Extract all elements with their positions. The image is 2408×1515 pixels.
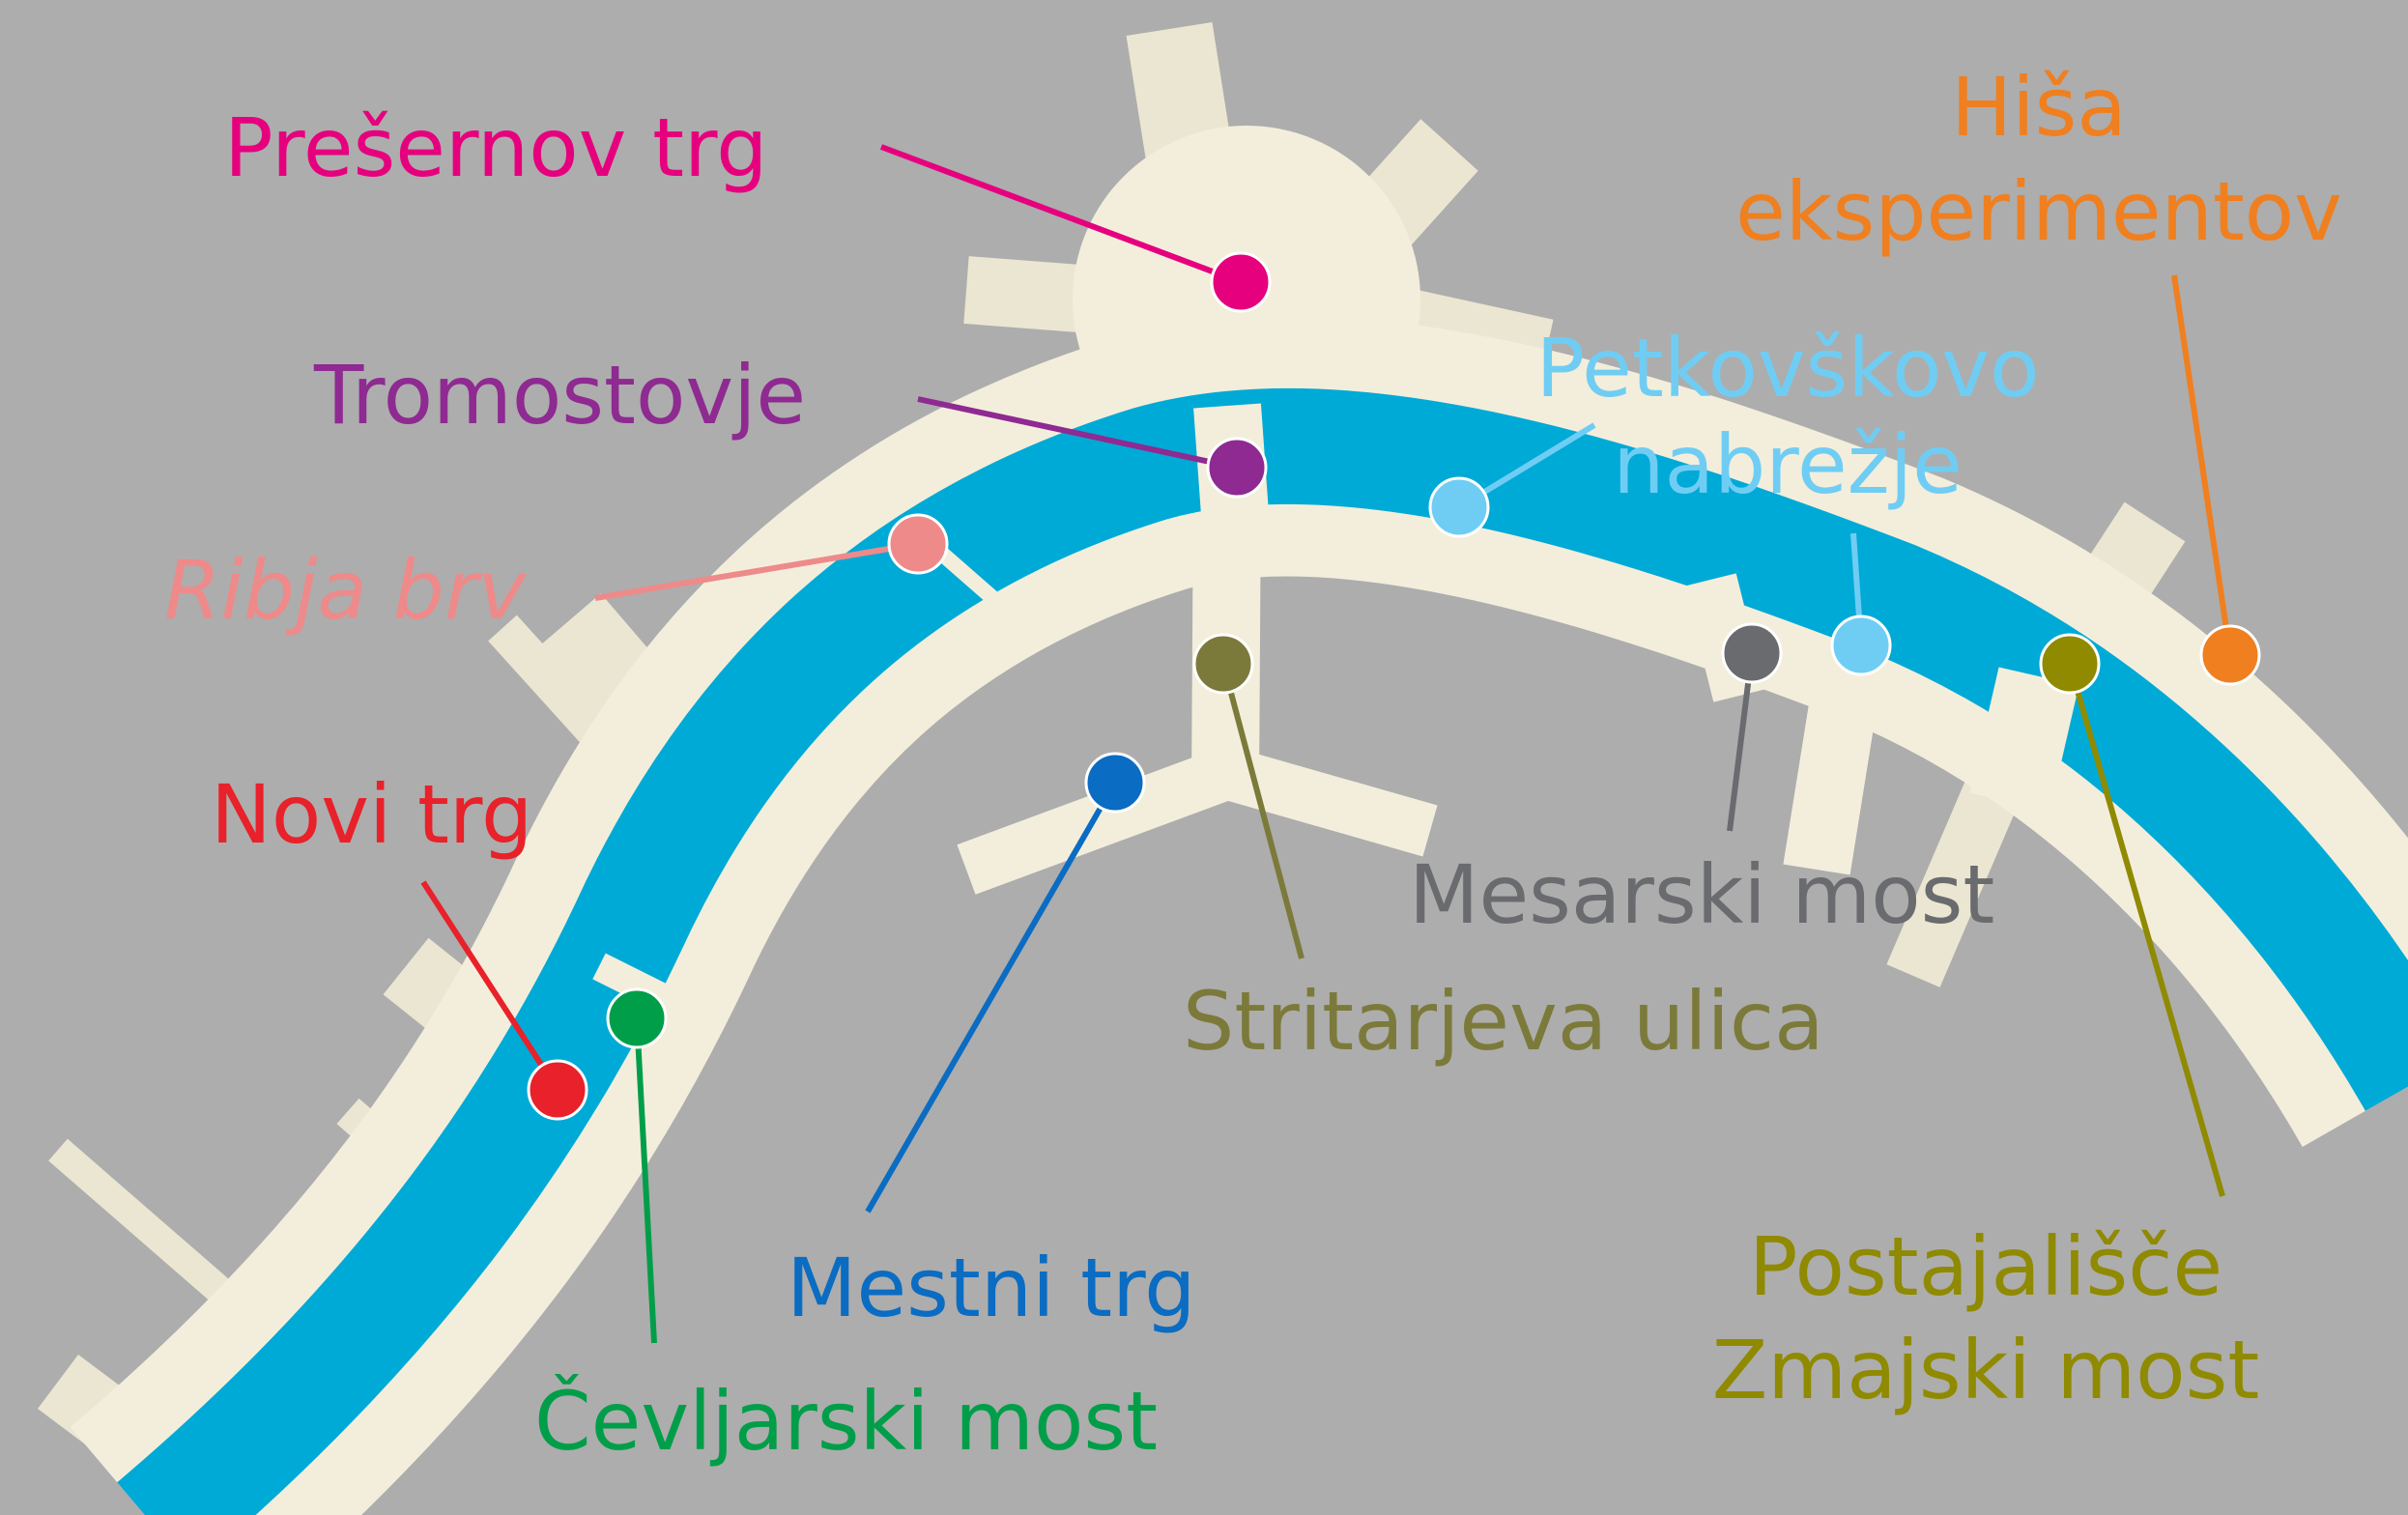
landmark-label: Mestni trg [787, 1241, 1195, 1335]
map-pin[interactable] [1192, 633, 1254, 695]
callout-tromostovje: Tromostovje [313, 348, 1268, 499]
map-pin[interactable] [1830, 615, 1892, 676]
map-pin[interactable] [606, 987, 668, 1049]
landmark-label: Novi trg [211, 767, 532, 862]
leader-line [917, 396, 1238, 471]
landmark-label: Postajališče [1749, 1219, 2222, 1314]
map-pin[interactable] [2199, 624, 2261, 686]
landmark-label: Mesarski most [1409, 847, 1994, 942]
map-pin[interactable] [887, 513, 949, 575]
callout-novi-trg: Novi trg [211, 767, 588, 1121]
landmark-label: Petkovškovo [1536, 321, 2040, 415]
map-pin[interactable] [1206, 437, 1268, 499]
callout-stritarjeva-ulica: Stritarjeva ulica [1183, 633, 1824, 1069]
landmark-label: Hiša [1951, 60, 2127, 155]
leader-line [2171, 274, 2233, 656]
leader-line [879, 144, 1243, 285]
map-pin[interactable] [1721, 622, 1783, 684]
landmark-label: Ribja brv [164, 543, 527, 638]
map-pin[interactable] [527, 1059, 588, 1121]
landmark-label: eksperimentov [1735, 164, 2342, 259]
callout-presernov-trg: Prešernov trg [224, 100, 1272, 313]
bridge-zmajski [1969, 667, 2079, 812]
leader-line [1220, 663, 1304, 959]
landmark-label: nabrežje [1613, 417, 1963, 512]
leader-line [865, 781, 1118, 1214]
landmark-label: Stritarjeva ulica [1183, 974, 1824, 1069]
callout-mesarski-most: Mesarski most [1409, 622, 1994, 942]
river-ljubljanica [117, 387, 2408, 1515]
leader-line [420, 880, 560, 1092]
callout-cevljarski-most: Čevljarski most [534, 987, 1158, 1469]
callout-mestni-trg: Mestni trg [787, 752, 1195, 1335]
leader-line [634, 1017, 657, 1344]
landmark-label: Prešernov trg [224, 100, 767, 195]
callout-ribja-brv: Ribja brv [164, 513, 949, 638]
map-pin[interactable] [1210, 251, 1272, 313]
map-pin[interactable] [1084, 752, 1146, 814]
map-pin[interactable] [1428, 476, 1490, 538]
landmark-label: Zmajski most [1712, 1323, 2260, 1417]
landmark-label: Čevljarski most [534, 1374, 1158, 1469]
leader-line [2067, 663, 2225, 1197]
map-pin[interactable] [2039, 633, 2101, 695]
landmark-label: Tromostovje [313, 348, 806, 443]
bridge-cevljarski [592, 953, 722, 1038]
leader-line [594, 541, 919, 601]
